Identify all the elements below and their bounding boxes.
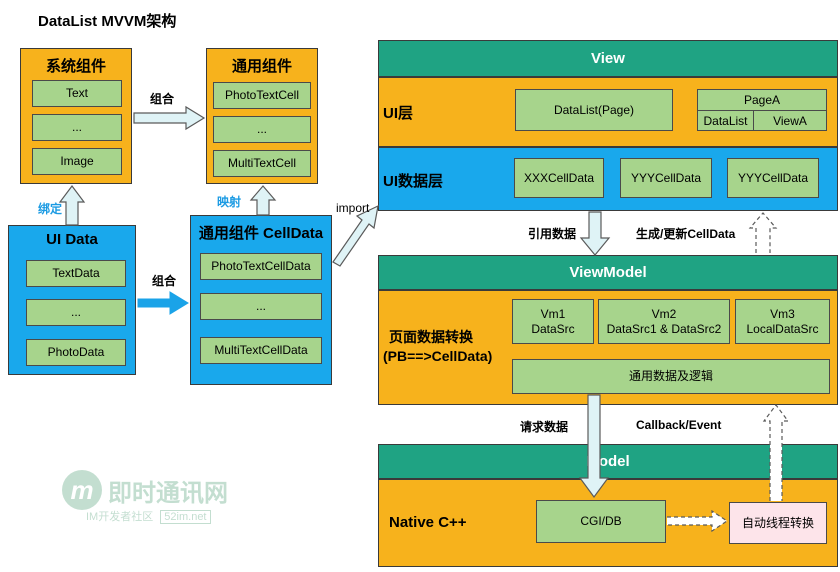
combine-top-arrow	[133, 105, 206, 131]
import-label: import	[336, 201, 370, 215]
watermark-sub: IM开发者社区	[86, 511, 154, 523]
vm3-name: Vm3	[770, 306, 795, 321]
photo-text-cell: PhotoTextCell	[213, 82, 311, 109]
watermark: m 即时通讯网 IM开发者社区 52im.net	[62, 470, 228, 524]
ui-data-ellipsis: ...	[26, 299, 126, 326]
vm1-src: DataSrc	[531, 321, 575, 336]
gen-update-label: 生成/更新CellData	[636, 227, 736, 241]
callback-arrow	[762, 404, 790, 501]
native-cpp-label: Native C++	[389, 514, 467, 531]
common-components-title: 通用组件	[231, 58, 292, 75]
system-components-title: 系统组件	[45, 58, 106, 75]
pagea-viewa: ViewA	[773, 114, 807, 128]
mapping-label: 映射	[217, 195, 242, 209]
common-component-ellipsis: ...	[213, 116, 311, 143]
vm3-src: LocalDataSrc	[746, 321, 819, 336]
datalist-page: DataList(Page)	[515, 89, 673, 131]
mapping-arrow	[249, 185, 277, 216]
yyy-celldata-2: YYYCellData	[727, 158, 819, 198]
text-data: TextData	[26, 260, 126, 287]
image-component: Image	[32, 148, 122, 175]
photo-data: PhotoData	[26, 339, 126, 366]
ref-data-label: 引用数据	[528, 227, 577, 241]
viewmodel-header: ViewModel	[378, 255, 838, 290]
combine-top-label: 组合	[150, 92, 175, 106]
photo-text-celldata: PhotoTextCellData	[200, 253, 322, 280]
vm2-name: Vm2	[651, 306, 677, 321]
combine-mid-label: 组合	[152, 274, 177, 288]
pagea: PageA DataList ViewA	[697, 89, 827, 131]
watermark-site: 52im.net	[160, 510, 211, 524]
request-data-label: 请求数据	[520, 420, 569, 434]
ui-data-layer-label: UI数据层	[383, 173, 444, 190]
vm1: Vm1 DataSrc	[512, 299, 594, 344]
multi-text-cell: MultiTextCell	[213, 150, 311, 177]
vm2: Vm2 DataSrc1 & DataSrc2	[598, 299, 730, 344]
view-header: View	[378, 40, 838, 77]
cgi-to-thread-arrow	[667, 509, 729, 533]
common-data-logic: 通用数据及逻辑	[512, 359, 830, 394]
vm3: Vm3 LocalDataSrc	[735, 299, 830, 344]
pagea-datalist: DataList	[698, 111, 754, 131]
multi-text-celldata: MultiTextCellData	[200, 337, 322, 364]
viewmodel-label-line2: (PB==>CellData)	[383, 348, 493, 364]
pagea-title: PageA	[698, 90, 826, 111]
vm1-name: Vm1	[540, 306, 566, 321]
callback-label: Callback/Event	[636, 418, 722, 432]
ui-layer-label: UI层	[383, 105, 414, 122]
xxx-celldata: XXXCellData	[514, 158, 604, 198]
text-component: Text	[32, 80, 122, 107]
gen-update-arrow	[748, 212, 778, 253]
cgi-db: CGI/DB	[536, 500, 666, 543]
combine-mid-arrow	[137, 291, 189, 315]
celldata-title: 通用组件 CellData	[198, 225, 324, 242]
yyy-celldata-1: YYYCellData	[620, 158, 712, 198]
auto-thread-switch: 自动线程转换	[729, 502, 827, 544]
diagram-title: DataList MVVM架构	[38, 13, 177, 30]
vm2-src: DataSrc1 & DataSrc2	[606, 321, 722, 336]
ui-data-title: UI Data	[46, 231, 98, 248]
system-component-ellipsis: ...	[32, 114, 122, 141]
ref-data-arrow	[579, 211, 611, 256]
viewmodel-label-line1: 页面数据转换	[389, 329, 473, 345]
watermark-logo-icon: m	[62, 470, 102, 510]
pagea-row: DataList ViewA	[698, 111, 826, 131]
celldata-ellipsis: ...	[200, 293, 322, 320]
bind-arrow	[58, 185, 86, 226]
request-data-arrow	[578, 394, 610, 499]
bind-label: 绑定	[38, 202, 63, 216]
import-arrow	[332, 204, 379, 267]
watermark-brand: 即时通讯网	[108, 479, 228, 507]
